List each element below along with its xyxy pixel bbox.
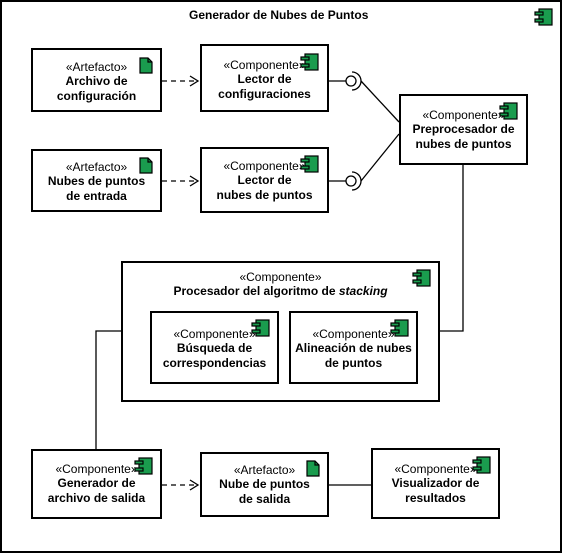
stereotype-label: «Componente»	[55, 462, 138, 476]
stereotype-label: «Componente»	[422, 108, 505, 122]
processor-to-generator-link	[95, 330, 121, 449]
artifact-input-point-clouds[interactable]: «Artefacto» Nubes de puntos de entrada	[31, 149, 162, 212]
component-icon	[499, 102, 518, 120]
component-preprocessor[interactable]: «Componente» Preprocesador de nubes de p…	[399, 94, 528, 165]
artifact-config-file[interactable]: «Artefacto» Archivo de configuración	[31, 48, 162, 112]
node-name-line: configuración	[56, 89, 137, 103]
stereotype-label: «Componente»	[173, 327, 256, 341]
config-assembly-link	[360, 80, 400, 123]
points-assembly-link	[360, 133, 400, 182]
points-provided-interface	[345, 175, 357, 187]
node-name-line: de entrada	[66, 189, 127, 203]
component-icon	[412, 269, 431, 287]
component-icon	[300, 53, 319, 71]
stereotype-label: «Artefacto»	[65, 160, 128, 174]
component-icon	[390, 319, 409, 337]
artifact-icon	[139, 57, 153, 74]
stereotype-label: «Componente»	[223, 159, 306, 173]
node-name-line: Visualizador de	[391, 476, 480, 490]
component-icon	[134, 457, 153, 475]
processor-name-italic: stacking	[338, 284, 388, 298]
node-name-line: archivo de salida	[47, 491, 146, 505]
component-output-generator[interactable]: «Componente» Generador de archivo de sal…	[31, 449, 162, 519]
stereotype-label: «Componente»	[394, 462, 477, 476]
node-name-line: Generador de	[57, 476, 136, 490]
stereotype-label: «Artefacto»	[65, 60, 128, 74]
node-name-line: Lector de	[237, 72, 292, 86]
node-name-line: correspondencias	[162, 356, 267, 370]
component-icon	[472, 456, 491, 474]
component-config-reader[interactable]: «Componente» Lector de configuraciones	[200, 44, 329, 112]
config-provided-interface	[345, 75, 357, 87]
stereotype-label: «Componente»	[239, 270, 322, 284]
node-name-line: Nubes de puntos	[47, 174, 146, 188]
node-name-line: Archivo de	[65, 74, 128, 88]
node-name-line: resultados	[405, 491, 466, 505]
dependency-points-arrowhead	[189, 175, 200, 187]
node-name-line: Alineación de nubes	[295, 341, 412, 355]
artifact-output-point-cloud[interactable]: «Artefacto» Nube de puntos de salida	[200, 452, 329, 517]
component-stacking-processor[interactable]: «Componente» Procesador del algoritmo de…	[121, 261, 440, 402]
component-point-cloud-reader[interactable]: «Componente» Lector de nubes de puntos	[200, 147, 329, 213]
node-name-line: Preprocesador de	[412, 122, 515, 136]
stereotype-label: «Artefacto»	[233, 463, 296, 477]
artifact-icon	[139, 157, 153, 174]
node-name-line: de puntos	[324, 356, 383, 370]
component-icon	[251, 319, 270, 337]
component-results-viewer[interactable]: «Componente» Visualizador de resultados	[371, 448, 500, 519]
dependency-config-arrowhead	[189, 75, 200, 87]
component-icon	[534, 8, 553, 26]
processor-name-text: Procesador del algoritmo de	[173, 284, 339, 298]
node-name-line: nubes de puntos	[216, 188, 313, 202]
component-icon	[300, 155, 319, 173]
stereotype-label: «Componente»	[312, 327, 395, 341]
node-name-line: nubes de puntos	[415, 137, 512, 151]
node-name-line: Búsqueda de	[176, 341, 253, 355]
node-name-line: de salida	[238, 492, 291, 506]
stereotype-label: «Componente»	[223, 58, 306, 72]
system-title: Generador de Nubes de Puntos	[189, 8, 369, 22]
node-name-line: Lector de	[237, 173, 292, 187]
dependency-output-arrowhead	[189, 479, 200, 491]
node-name-line: configuraciones	[218, 87, 311, 101]
preprocessor-to-processor-link	[440, 165, 464, 332]
component-correspondence-search[interactable]: «Componente» Búsqueda de correspondencia…	[150, 311, 279, 384]
processor-name: Procesador del algoritmo de stacking	[123, 284, 438, 299]
component-point-cloud-alignment[interactable]: «Componente» Alineación de nubes de punt…	[289, 311, 418, 384]
artifact-icon	[306, 460, 320, 477]
node-name-line: Nube de puntos	[219, 477, 310, 491]
